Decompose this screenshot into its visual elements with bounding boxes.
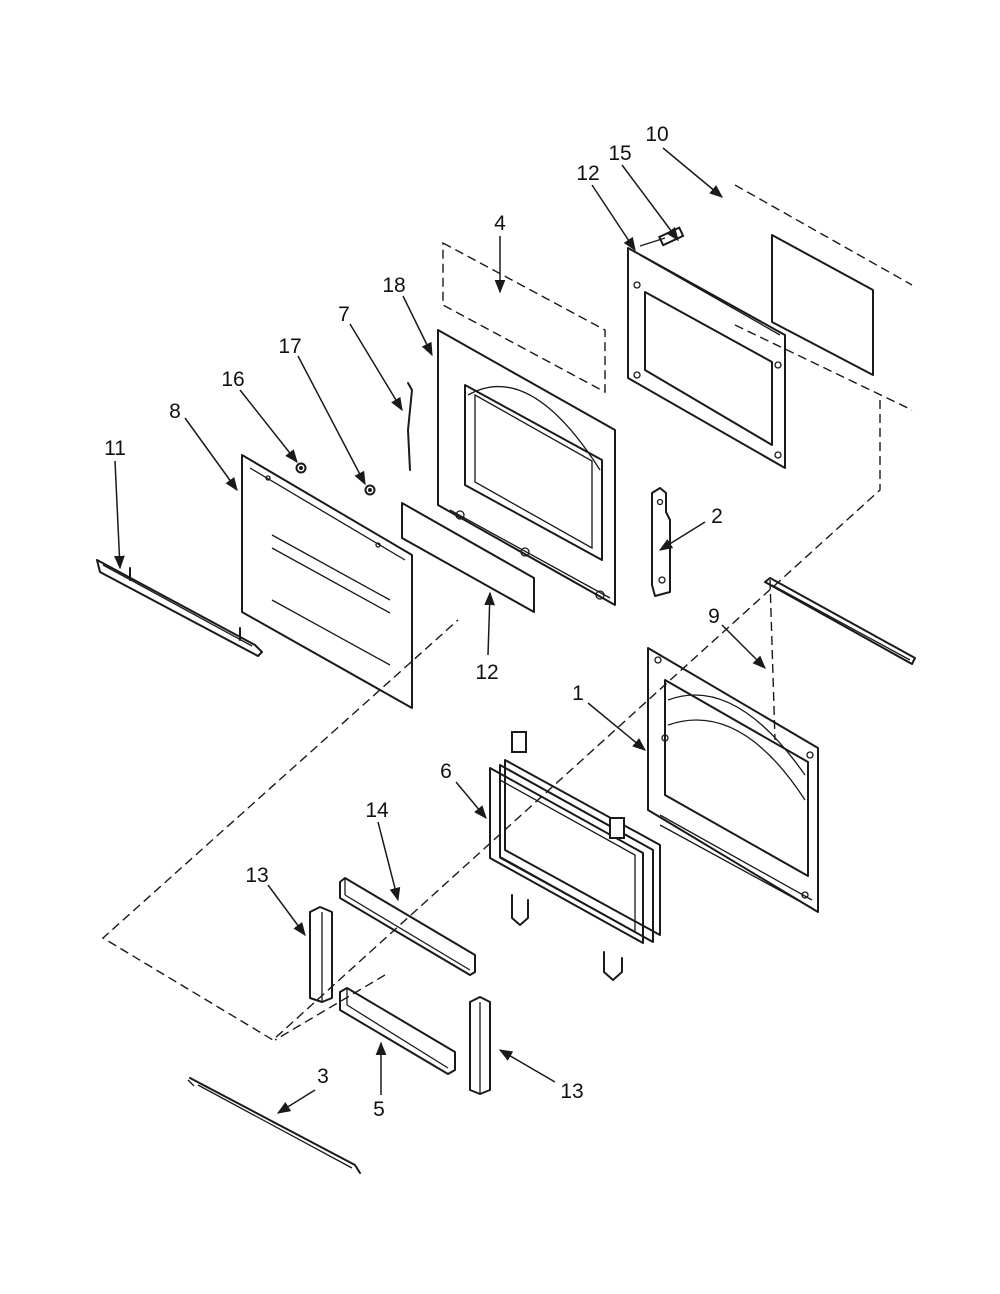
assembly-guide-lines [101,184,913,1041]
callout-4: 4 [494,212,506,235]
callout-15: 15 [608,142,631,165]
callout-labels: 10 15 12 4 18 7 17 16 8 11 2 12 9 1 6 14… [104,123,723,1121]
callout-12-lower: 12 [475,661,498,684]
callout-12-upper: 12 [576,162,599,185]
callout-13-right: 13 [560,1080,583,1103]
callout-8: 8 [169,400,181,423]
part-15-screw [639,226,685,247]
callout-2: 2 [711,505,723,528]
part-3-gasket-strip [187,1077,361,1174]
part-8-outer-door-panel [241,454,413,709]
part-13-left-block [309,906,333,1003]
callout-7: 7 [338,303,350,326]
part-12-inner-door-frame [627,247,786,469]
part-9-hinge-receiver [764,577,916,665]
part-12-window-strip [401,502,535,613]
callout-18: 18 [382,274,405,297]
leader-lines [114,147,766,1114]
part-7-rod [407,382,413,471]
part-16-screw [295,462,307,474]
callout-3: 3 [317,1065,329,1088]
part-14-insulation-bar [339,877,476,976]
part-6-window-glass-pack [489,731,661,981]
callout-14: 14 [365,799,389,822]
callout-11: 11 [104,437,126,460]
part-4-vent-plate [442,241,606,394]
callout-16: 16 [221,368,244,391]
part-5-insulation-bar [339,987,456,1075]
part-18-door-liner [437,329,616,606]
callout-5: 5 [373,1098,385,1121]
part-13-right-block [469,996,491,1095]
callout-1: 1 [572,682,584,705]
callout-10: 10 [645,123,668,146]
part-17-screw [364,484,376,496]
part-1-inner-door-panel [647,647,819,913]
callout-13-left: 13 [245,864,268,887]
part-10-glass-panel [771,234,874,376]
callout-9: 9 [708,605,720,628]
part-2-hinge [651,487,671,597]
callout-6: 6 [440,760,452,783]
callout-17: 17 [278,335,301,358]
part-11-door-handle [96,559,263,657]
